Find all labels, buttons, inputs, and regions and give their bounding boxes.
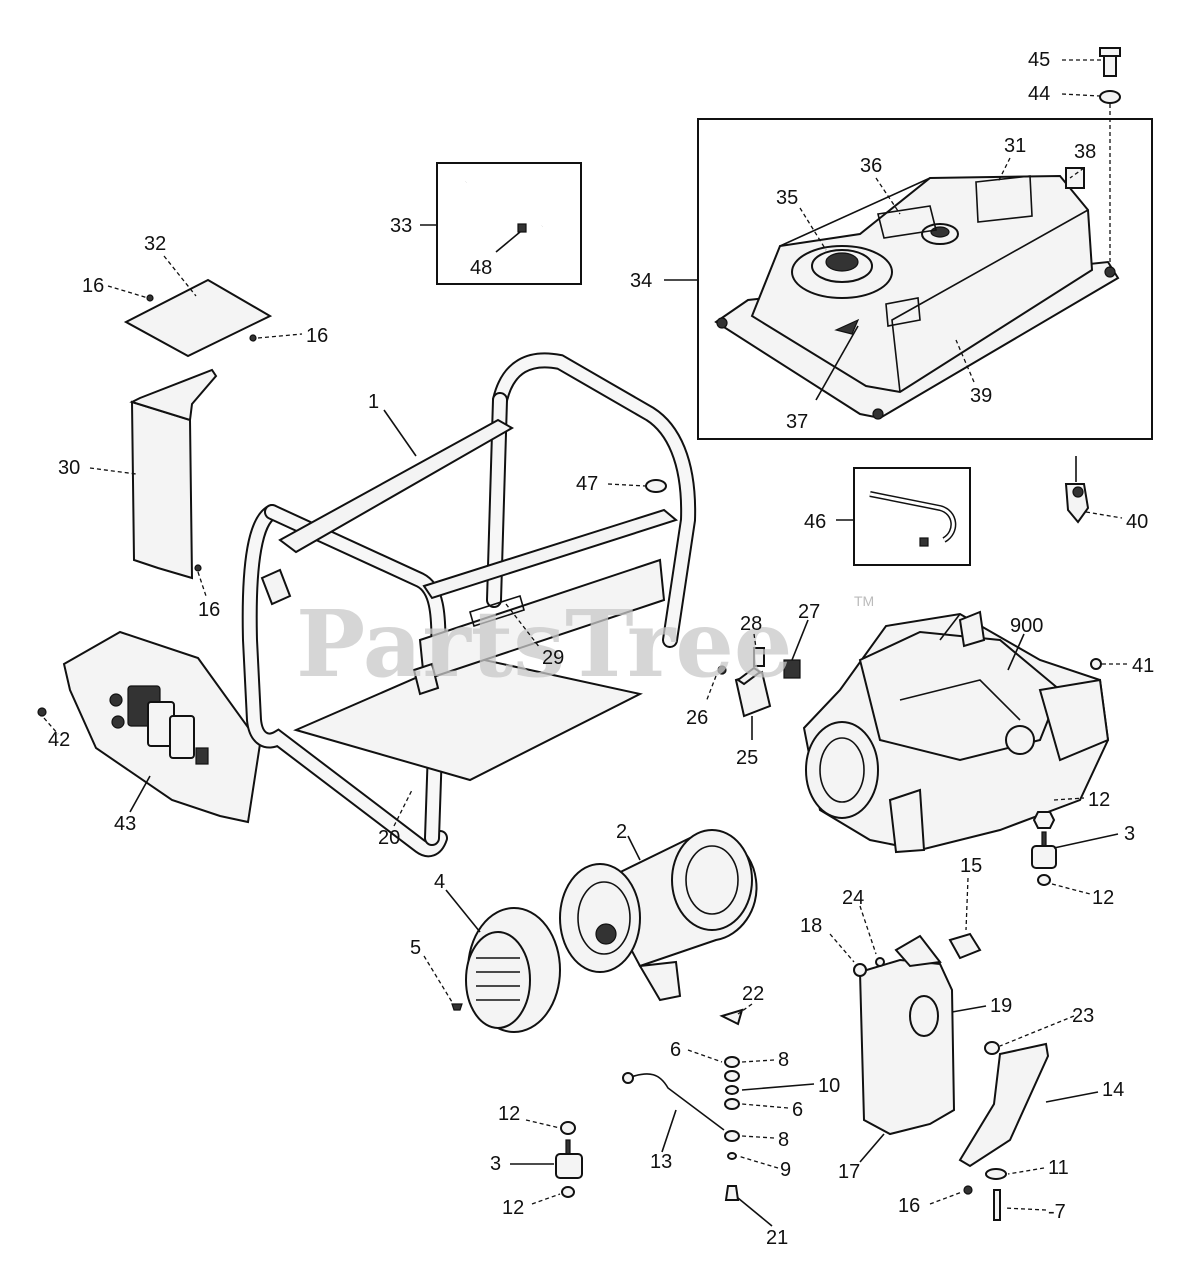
- callout-40[interactable]: 40: [1126, 511, 1148, 533]
- callout-8-top[interactable]: 8: [778, 1049, 789, 1071]
- muffler-screw[interactable]: [963, 1185, 973, 1195]
- callout-10[interactable]: 10: [818, 1075, 840, 1097]
- fuel-tank-assembly[interactable]: [697, 118, 1153, 440]
- callout-25[interactable]: 25: [736, 747, 758, 769]
- muffler-washer[interactable]: [875, 957, 885, 967]
- mount-nut-left-bottom[interactable]: [561, 1186, 575, 1198]
- frame-grommet[interactable]: [645, 479, 667, 493]
- callout-28[interactable]: 28: [740, 613, 762, 635]
- callout-42[interactable]: 42: [48, 729, 70, 751]
- callout-38[interactable]: 38: [1074, 141, 1096, 163]
- mount-nut-right-bottom[interactable]: [1037, 874, 1051, 886]
- callout-16-muffler[interactable]: 16: [898, 1195, 920, 1217]
- callout-13[interactable]: 13: [650, 1151, 672, 1173]
- callout-48[interactable]: 48: [470, 257, 492, 279]
- engine-assembly[interactable]: [802, 610, 1110, 854]
- callout-35[interactable]: 35: [776, 187, 798, 209]
- callout-16-bracket[interactable]: 16: [198, 599, 220, 621]
- breaker-label[interactable]: [753, 647, 765, 667]
- vibration-mount-left[interactable]: [555, 1139, 583, 1179]
- callout-41[interactable]: 41: [1132, 655, 1154, 677]
- callout-5[interactable]: 5: [410, 937, 421, 959]
- callout-19[interactable]: 19: [990, 995, 1012, 1017]
- callout-12-engine-top[interactable]: 12: [1088, 789, 1110, 811]
- callout-45[interactable]: 45: [1028, 49, 1050, 71]
- callout-46[interactable]: 46: [804, 511, 826, 533]
- callout-47[interactable]: 47: [576, 473, 598, 495]
- leader-lines: [43, 59, 1130, 1227]
- panel-cover-plate[interactable]: [123, 278, 273, 358]
- main-frame[interactable]: [241, 352, 697, 858]
- callout-27[interactable]: 27: [798, 601, 820, 623]
- flat-washer[interactable]: [985, 1168, 1007, 1180]
- callout-4[interactable]: 4: [434, 871, 445, 893]
- callout-labels: 45 44 31 36 38 35 34 37 39 33 48 32 16 1…: [48, 49, 1154, 1249]
- fuel-line-kit-box-46[interactable]: [853, 467, 971, 566]
- control-panel[interactable]: [62, 630, 262, 824]
- muffler-bracket[interactable]: [958, 1042, 1050, 1168]
- callout-3-left[interactable]: 3: [490, 1153, 501, 1175]
- callout-26[interactable]: 26: [686, 707, 708, 729]
- callout-14[interactable]: 14: [1102, 1079, 1124, 1101]
- callout-17[interactable]: 17: [838, 1161, 860, 1183]
- callout-8-bottom[interactable]: 8: [778, 1129, 789, 1151]
- mount-nut-left-top[interactable]: [560, 1121, 576, 1135]
- callout-12-engine-bottom[interactable]: 12: [1092, 887, 1114, 909]
- callout-24[interactable]: 24: [842, 887, 864, 909]
- alternator[interactable]: [559, 829, 758, 1002]
- fan-cover[interactable]: [465, 907, 561, 1033]
- trademark: TM: [854, 593, 874, 609]
- callout-15[interactable]: 15: [960, 855, 982, 877]
- panel-screw[interactable]: [37, 707, 47, 717]
- callout-31[interactable]: 31: [1004, 135, 1026, 157]
- mount-nut-right-top[interactable]: [1032, 811, 1056, 829]
- callout-12-left-bottom[interactable]: 12: [502, 1197, 524, 1219]
- callout-16-top[interactable]: 16: [82, 275, 104, 297]
- callout-23[interactable]: 23: [1072, 1005, 1094, 1027]
- bracket-bolt[interactable]: [993, 1189, 1001, 1221]
- engine-nut[interactable]: [1090, 658, 1102, 670]
- callout-36[interactable]: 36: [860, 155, 882, 177]
- callout-900[interactable]: 900: [1010, 615, 1043, 637]
- callout-32[interactable]: 32: [144, 233, 166, 255]
- callout-20[interactable]: 20: [378, 827, 400, 849]
- bracket-nut[interactable]: [984, 1041, 1000, 1055]
- callout-9[interactable]: 9: [780, 1159, 791, 1181]
- callout-43[interactable]: 43: [114, 813, 136, 835]
- callout-33[interactable]: 33: [390, 215, 412, 237]
- callout-6-top[interactable]: 6: [670, 1039, 681, 1061]
- callout-44[interactable]: 44: [1028, 83, 1050, 105]
- bracket-screw[interactable]: [717, 665, 727, 675]
- callout-1[interactable]: 1: [368, 391, 379, 413]
- callout-6-bottom[interactable]: 6: [792, 1099, 803, 1121]
- callout-34[interactable]: 34: [630, 270, 652, 292]
- muffler[interactable]: [858, 934, 956, 1136]
- tank-washer[interactable]: [1099, 90, 1121, 104]
- callout-18[interactable]: 18: [800, 915, 822, 937]
- callout-16-cover[interactable]: 16: [306, 325, 328, 347]
- callout-29[interactable]: 29: [542, 647, 564, 669]
- muffler-gasket[interactable]: [948, 932, 982, 960]
- fuel-line-kit-box-33[interactable]: [436, 162, 582, 285]
- callout-39[interactable]: 39: [970, 385, 992, 407]
- ground-stud[interactable]: [724, 1185, 740, 1201]
- callout-21[interactable]: 21: [766, 1227, 788, 1249]
- watermark: PartsTree: [296, 590, 792, 698]
- callout-3-right[interactable]: 3: [1124, 823, 1135, 845]
- fuel-valve[interactable]: [1064, 456, 1090, 524]
- callout-11[interactable]: 11: [1048, 1157, 1069, 1179]
- vibration-mount-right[interactable]: [1031, 831, 1057, 869]
- callout-12-left-top[interactable]: 12: [498, 1103, 520, 1125]
- callout-2[interactable]: 2: [616, 821, 627, 843]
- callout-7[interactable]: -7: [1048, 1201, 1066, 1223]
- fan-cover-screw[interactable]: [451, 1003, 463, 1011]
- tank-bolt[interactable]: [1099, 47, 1121, 77]
- muffler-nut[interactable]: [853, 963, 867, 977]
- ground-wire[interactable]: [627, 1073, 725, 1131]
- callout-22[interactable]: 22: [742, 983, 764, 1005]
- callout-37[interactable]: 37: [786, 411, 808, 433]
- panel-bracket[interactable]: [129, 368, 218, 580]
- callout-30[interactable]: 30: [58, 457, 80, 479]
